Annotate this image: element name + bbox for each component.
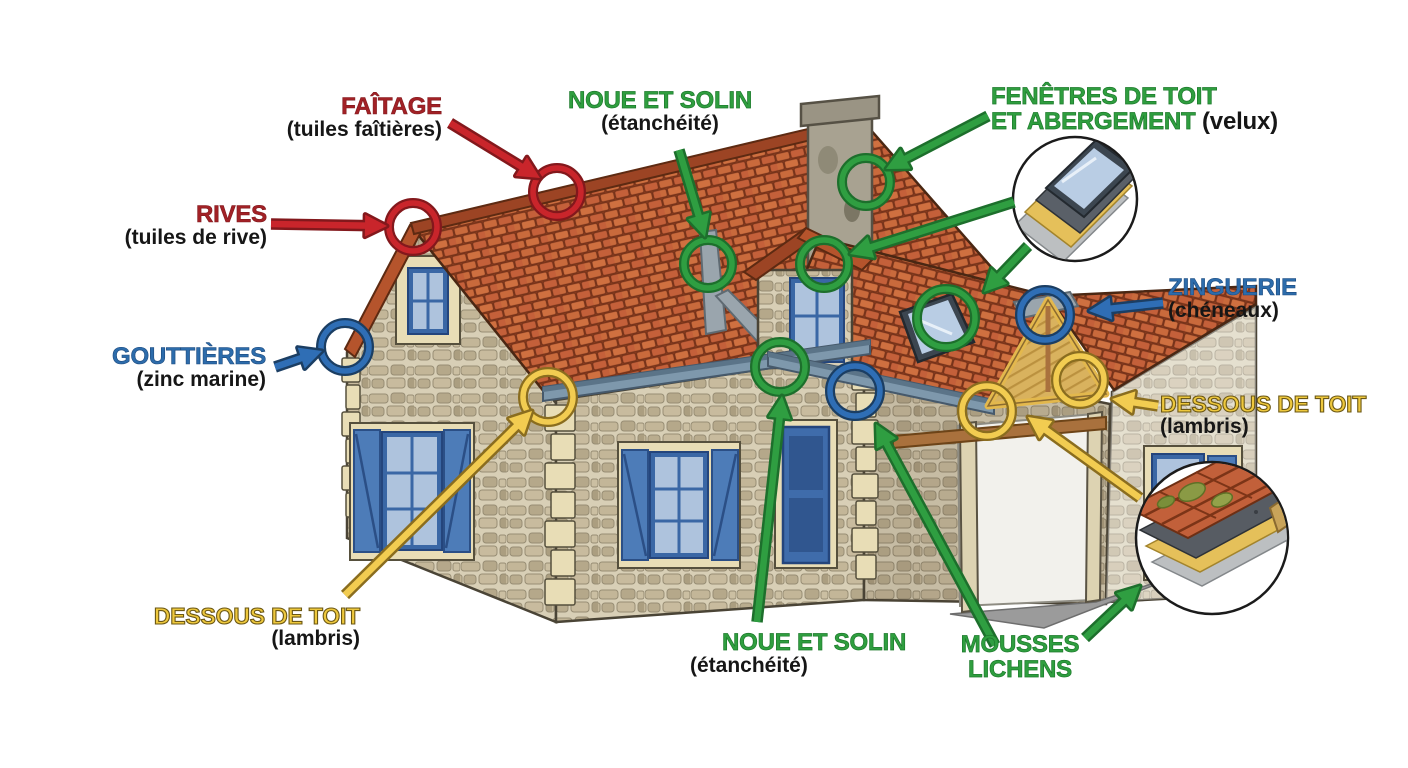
label-zinguerie: ZINGUERIE (chéneaux) (1168, 274, 1298, 323)
gouttiere-avant-circle (827, 363, 883, 419)
gouttieres-circle (318, 320, 372, 374)
label-noue-bas-subtitle: (étanchéité) (690, 654, 808, 678)
rives-arrow (364, 214, 387, 237)
gouttieres-arrow (273, 354, 304, 371)
dessous-droit-arrow-long (1043, 426, 1142, 501)
label-fenetres-line2: ET ABERGEMENT (velux) (991, 108, 1279, 136)
lucarne-circle (797, 237, 851, 291)
label-noue-haut: NOUE ET SOLIN (étanchéité) (567, 87, 753, 136)
label-noue-haut-subtitle: (étanchéité) (601, 112, 719, 136)
faitage-circle (530, 165, 584, 219)
left-window (349, 422, 475, 561)
label-dessous-droit-subtitle: (lambris) (1160, 415, 1249, 439)
mousses-arrow-mur (876, 424, 897, 449)
dessous-droit-arrow-long (1028, 417, 1053, 439)
rives-arrow (270, 220, 367, 229)
attic-window (395, 255, 461, 345)
zinguerie-circle (1017, 287, 1073, 343)
noue-haut-circle (681, 237, 735, 291)
zinguerie-arrow (1109, 299, 1164, 312)
label-noue-haut-title: NOUE ET SOLIN (567, 87, 753, 114)
fenetre-de-toit-circle (914, 286, 978, 350)
dessous-gauche-arrow (342, 423, 520, 598)
moss-patch (1156, 495, 1176, 509)
velux-inset (1011, 135, 1139, 263)
label-mousses-line1: MOUSSES (960, 631, 1080, 658)
noue-valley (698, 228, 728, 336)
mousses-arrow-inset (1082, 598, 1127, 641)
moss-patch (1178, 481, 1206, 503)
faitage-arrow (448, 120, 524, 170)
label-gouttieres-subtitle: (zinc marine) (136, 368, 266, 392)
label-zinguerie-subtitle: (chéneaux) (1168, 299, 1279, 323)
fenetres-arrow-lucarne (850, 236, 875, 258)
label-faitage-title: FAÎTAGE (341, 93, 443, 120)
noue-haut-arrow (675, 149, 703, 218)
post-right (1084, 410, 1104, 604)
faitage-arrow (515, 157, 540, 178)
wood-bracket (1268, 488, 1287, 534)
label-rives-title: RIVES (195, 201, 268, 228)
zinguerie-arrow (1089, 297, 1113, 320)
label-fenetres: FENÊTRES DE TOIT ET ABERGEMENT (velux) (991, 83, 1279, 136)
label-faitage: FAÎTAGE (tuiles faîtières) (286, 93, 443, 142)
dessous-droit-arrow-court (1112, 391, 1136, 414)
fenetres-arrow-lucarne (869, 198, 1015, 251)
label-zinguerie-title: ZINGUERIE (1168, 274, 1298, 301)
timber-extension (892, 296, 1110, 614)
label-mousses-line2: LICHENS (968, 656, 1073, 684)
label-dessous-droit: DESSOUS DE TOIT (lambris) (1159, 391, 1367, 439)
dessous-droit-arrow-court (1132, 398, 1159, 410)
label-rives-subtitle: (tuiles de rive) (124, 226, 267, 250)
abergement-cheminee-circle (839, 155, 893, 209)
fenetres-arrow-velux (996, 243, 1031, 280)
label-noue-bas-title: NOUE ET SOLIN (722, 629, 907, 656)
moss-patch (1210, 492, 1234, 508)
dessous-droit-circle-eave (959, 383, 1015, 439)
dessous-droit-circle-pignon (1053, 353, 1107, 407)
label-gouttieres: GOUTTIÈRES (zinc marine) (111, 343, 267, 392)
noue-bas-arrow (768, 396, 791, 420)
noue-bas-circle (752, 339, 808, 395)
noue-haut-arrow (688, 212, 710, 237)
facade-window (617, 441, 741, 569)
label-fenetres-suffix: (velux) (1202, 108, 1278, 136)
moss-inset (1134, 460, 1290, 616)
label-gouttieres-title: GOUTTIÈRES (111, 343, 267, 370)
dessous-gauche-arrow (508, 411, 532, 435)
fenetres-arrow-velux (984, 268, 1008, 292)
mousses-arrow-mur (883, 440, 998, 647)
fenetres-arrow-cheminee (903, 113, 990, 163)
gouttieres-arrow (297, 347, 322, 369)
label-dessous-gauche-subtitle: (lambris) (271, 627, 360, 651)
label-dessous-droit-title: DESSOUS DE TOIT (1159, 391, 1367, 417)
fenetres-arrow-cheminee (886, 149, 911, 169)
label-rives: RIVES (tuiles de rive) (124, 201, 268, 250)
label-faitage-subtitle: (tuiles faîtières) (286, 118, 442, 142)
label-noue-bas: NOUE ET SOLIN (étanchéité) (690, 629, 907, 678)
label-mousses: MOUSSES LICHENS (960, 631, 1080, 684)
mousses-arrow-inset (1116, 586, 1140, 610)
label-dessous-gauche: DESSOUS DE TOIT (lambris) (153, 603, 360, 651)
annotations (270, 110, 1164, 648)
label-dessous-gauche-title: DESSOUS DE TOIT (153, 603, 360, 629)
front-door (774, 419, 838, 569)
label-fenetres-line1: FENÊTRES DE TOIT (991, 83, 1218, 110)
dessous-gauche-circle (520, 369, 576, 425)
noue-bas-arrow (753, 416, 783, 623)
